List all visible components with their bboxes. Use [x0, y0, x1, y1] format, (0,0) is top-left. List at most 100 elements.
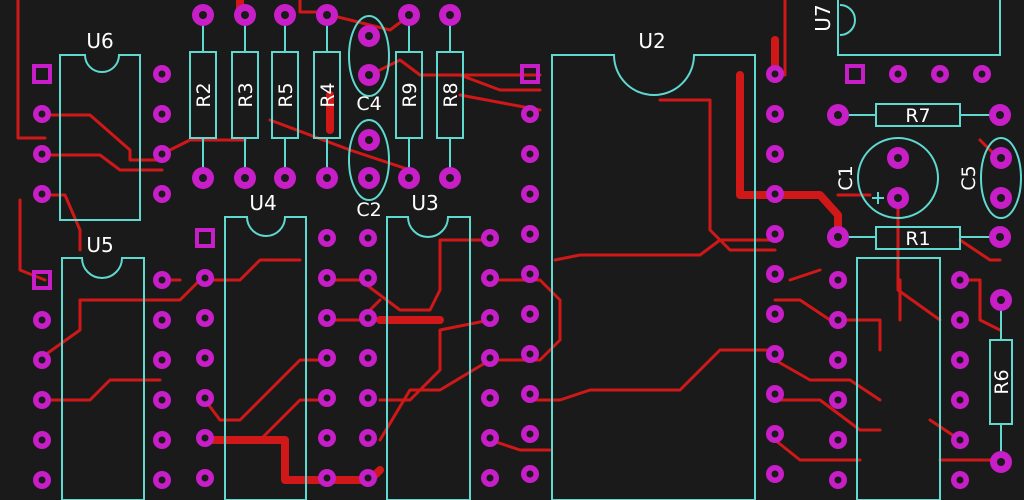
- pad-hole: [834, 111, 842, 119]
- label-r9: R9: [399, 82, 421, 107]
- label-r2: R2: [193, 82, 215, 107]
- pad-hole: [526, 470, 534, 478]
- pad-hole: [526, 310, 534, 318]
- pad-hole: [158, 436, 166, 444]
- label-r8: R8: [440, 82, 462, 107]
- pad-hole: [323, 314, 331, 322]
- u6-outline: [59, 54, 141, 221]
- pad-hole: [199, 174, 207, 182]
- label-u5: U5: [86, 233, 113, 257]
- trace: [18, 198, 47, 282]
- pad-hole: [771, 110, 779, 118]
- pad-hole: [894, 154, 902, 162]
- pad-hole: [771, 150, 779, 158]
- u5-outline: [61, 257, 145, 500]
- trace: [16, 0, 47, 140]
- pad-hole: [446, 174, 454, 182]
- pad-hole: [364, 234, 372, 242]
- pad-hole: [38, 110, 46, 118]
- label-u2: U2: [638, 29, 665, 53]
- pad-hole: [201, 474, 209, 482]
- pad-hole: [364, 354, 372, 362]
- trace: [773, 398, 882, 432]
- trace: [553, 238, 772, 262]
- pad-hole: [241, 11, 249, 19]
- pad-hole: [526, 430, 534, 438]
- pad-hole: [364, 474, 372, 482]
- pad-hole: [201, 354, 209, 362]
- pad-hole: [365, 136, 373, 144]
- pad-hole: [365, 71, 373, 79]
- pad-hole: [997, 194, 1005, 202]
- pad-hole: [38, 356, 46, 364]
- right-ic-outline: [856, 257, 941, 500]
- pad-hole: [486, 394, 494, 402]
- label-u6: U6: [86, 29, 113, 53]
- pad-hole: [996, 233, 1004, 241]
- pad-hole: [323, 234, 331, 242]
- pad-hole: [771, 70, 779, 78]
- pads-layer: [32, 4, 1012, 489]
- pad: [32, 270, 52, 290]
- pad-hole: [323, 11, 331, 19]
- pad-hole: [526, 390, 534, 398]
- label-r4: R4: [317, 82, 339, 107]
- pad-hole: [956, 396, 964, 404]
- trace: [458, 73, 542, 92]
- u4-outline: [224, 216, 307, 500]
- pad-hole: [771, 310, 779, 318]
- pad-hole: [834, 396, 842, 404]
- pad-hole: [158, 150, 166, 158]
- pad-hole: [38, 150, 46, 158]
- label-r6: R6: [991, 369, 1013, 394]
- pad-hole: [834, 356, 842, 364]
- pad-hole: [956, 476, 964, 484]
- label-r1: R1: [905, 228, 930, 250]
- pad-hole: [364, 394, 372, 402]
- pad-hole: [158, 476, 166, 484]
- label-u3: U3: [411, 191, 438, 215]
- pad-hole: [201, 394, 209, 402]
- pad-hole: [364, 434, 372, 442]
- trace: [43, 378, 162, 402]
- pad-hole: [201, 314, 209, 322]
- label-r5: R5: [275, 82, 297, 107]
- pad-hole: [997, 458, 1005, 466]
- pad-hole: [38, 476, 46, 484]
- pad-hole: [158, 70, 166, 78]
- u7-outline: [837, 0, 1001, 56]
- trace: [488, 438, 552, 452]
- trace: [773, 358, 882, 402]
- trace: [43, 193, 82, 252]
- trace: [528, 348, 772, 402]
- pad-hole: [323, 354, 331, 362]
- pad-hole: [323, 394, 331, 402]
- pad-hole: [405, 11, 413, 19]
- pad-hole: [201, 274, 209, 282]
- c4-outline: [348, 15, 390, 97]
- label-c5: C5: [958, 165, 980, 190]
- trace: [378, 358, 492, 442]
- pad-hole: [323, 434, 331, 442]
- pad-hole: [365, 32, 373, 40]
- pad-hole: [771, 470, 779, 478]
- pad-hole: [486, 274, 494, 282]
- pad-hole: [771, 230, 779, 238]
- pad: [32, 64, 52, 84]
- label-c2: C2: [356, 199, 381, 221]
- pad-hole: [956, 436, 964, 444]
- pad-hole: [834, 436, 842, 444]
- trace: [43, 258, 302, 357]
- designators: U6 U5 U4 U3 U2 U7 R2 R3 R5 R4 R9 R8 C4 C…: [86, 4, 1013, 394]
- pad-hole: [38, 436, 46, 444]
- pad-hole: [526, 270, 534, 278]
- trace: [773, 438, 862, 462]
- pad-hole: [526, 190, 534, 198]
- pad-hole: [365, 174, 373, 182]
- trace: [658, 98, 777, 252]
- pad-hole: [771, 270, 779, 278]
- pad-hole: [956, 356, 964, 364]
- pad-hole: [158, 396, 166, 404]
- pad-hole: [446, 11, 454, 19]
- pad-hole: [486, 314, 494, 322]
